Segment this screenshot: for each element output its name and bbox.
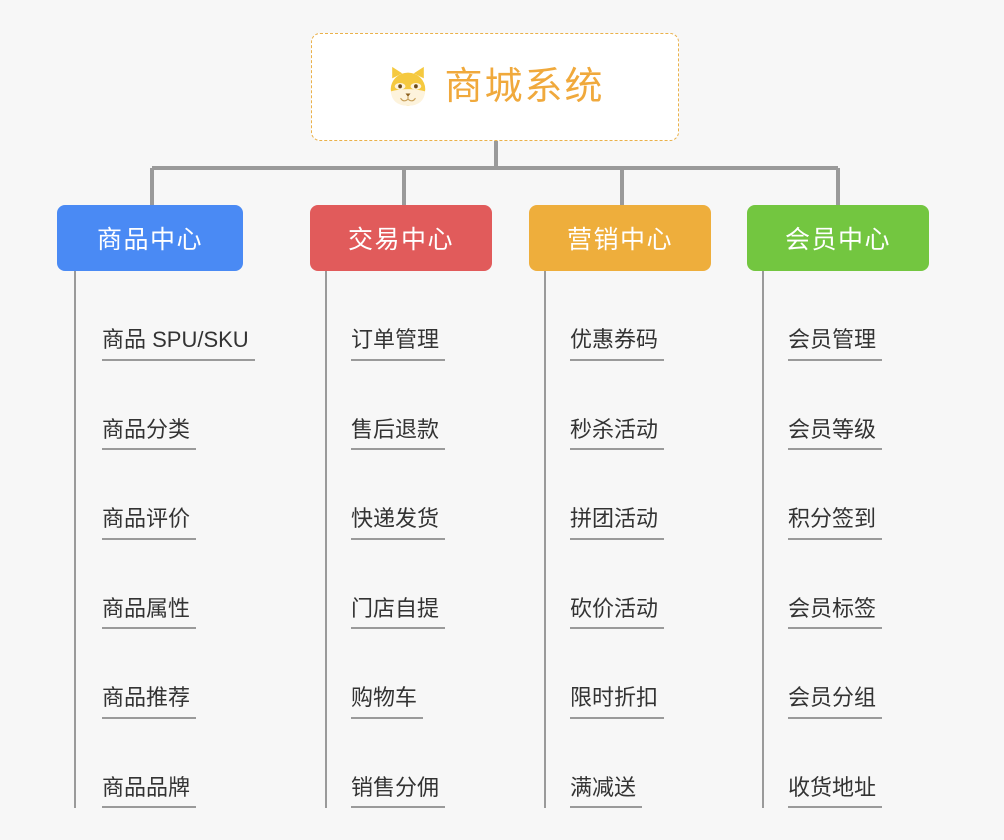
category-label: 商品中心	[96, 226, 203, 254]
leaf-item[interactable]: 会员等级	[764, 361, 984, 450]
leaf-item[interactable]: 会员分组	[764, 629, 984, 719]
leaf-item[interactable]: 商品推荐	[76, 629, 306, 719]
leaf-item[interactable]: 订单管理	[327, 271, 547, 361]
leaf-label: 商品推荐	[102, 686, 197, 719]
leaf-label: 商品品牌	[102, 776, 197, 808]
leaf-item[interactable]: 优惠券码	[546, 271, 766, 361]
leaf-label: 商品 SPU/SKU	[102, 328, 255, 361]
leaf-label: 购物车	[351, 686, 424, 719]
leaf-item[interactable]: 拼团活动	[546, 450, 766, 540]
leaf-label: 快递发货	[351, 507, 446, 540]
category-box-marketing[interactable]: 营销中心	[529, 205, 711, 271]
leaf-label: 会员分组	[788, 686, 883, 719]
shiba-dog-icon	[391, 66, 426, 106]
leaf-column-transaction: 订单管理 售后退款 快递发货 门店自提 购物车 销售分佣	[325, 271, 547, 808]
leaf-label: 商品属性	[102, 597, 197, 629]
category-box-product[interactable]: 商品中心	[57, 205, 243, 271]
leaf-label: 售后退款	[351, 418, 446, 450]
leaf-label: 收货地址	[788, 776, 883, 808]
category-label: 交易中心	[347, 226, 454, 254]
category-label: 营销中心	[566, 226, 673, 254]
root-node[interactable]: 商城系统	[311, 33, 679, 141]
leaf-item[interactable]: 收货地址	[764, 719, 984, 808]
leaf-item[interactable]: 商品 SPU/SKU	[76, 271, 306, 361]
leaf-item[interactable]: 商品属性	[76, 540, 306, 629]
leaf-item[interactable]: 售后退款	[327, 361, 547, 450]
leaf-label: 门店自提	[351, 597, 446, 629]
leaf-column-product: 商品 SPU/SKU 商品分类 商品评价 商品属性 商品推荐 商品品牌	[74, 271, 306, 808]
leaf-item[interactable]: 会员管理	[764, 271, 984, 361]
leaf-label: 会员等级	[788, 418, 883, 450]
leaf-label: 积分签到	[788, 507, 883, 540]
leaf-column-member: 会员管理 会员等级 积分签到 会员标签 会员分组 收货地址	[762, 271, 984, 808]
leaf-label: 满减送	[570, 776, 643, 808]
leaf-label: 砍价活动	[570, 597, 665, 629]
leaf-label: 限时折扣	[570, 686, 665, 719]
leaf-label: 秒杀活动	[570, 418, 665, 450]
leaf-item[interactable]: 砍价活动	[546, 540, 766, 629]
leaf-item[interactable]: 限时折扣	[546, 629, 766, 719]
leaf-label: 销售分佣	[351, 776, 446, 808]
leaf-label: 会员标签	[788, 597, 883, 629]
leaf-item[interactable]: 门店自提	[327, 540, 547, 629]
leaf-item[interactable]: 购物车	[327, 629, 547, 719]
leaf-item[interactable]: 满减送	[546, 719, 766, 808]
leaf-label: 会员管理	[788, 328, 883, 361]
leaf-item[interactable]: 会员标签	[764, 540, 984, 629]
leaf-item[interactable]: 秒杀活动	[546, 361, 766, 450]
leaf-label: 商品分类	[102, 418, 197, 450]
leaf-label: 商品评价	[102, 507, 197, 540]
leaf-item[interactable]: 商品分类	[76, 361, 306, 450]
leaf-label: 订单管理	[351, 328, 446, 361]
leaf-item[interactable]: 快递发货	[327, 450, 547, 540]
category-box-transaction[interactable]: 交易中心	[310, 205, 492, 271]
root-title: 商城系统	[444, 66, 605, 108]
leaf-column-marketing: 优惠券码 秒杀活动 拼团活动 砍价活动 限时折扣 满减送	[544, 271, 766, 808]
category-box-member[interactable]: 会员中心	[747, 205, 929, 271]
leaf-item[interactable]: 商品评价	[76, 450, 306, 540]
leaf-label: 拼团活动	[570, 507, 665, 540]
leaf-item[interactable]: 销售分佣	[327, 719, 547, 808]
leaf-label: 优惠券码	[570, 328, 665, 361]
leaf-item[interactable]: 商品品牌	[76, 719, 306, 808]
leaf-item[interactable]: 积分签到	[764, 450, 984, 540]
category-label: 会员中心	[784, 226, 891, 254]
